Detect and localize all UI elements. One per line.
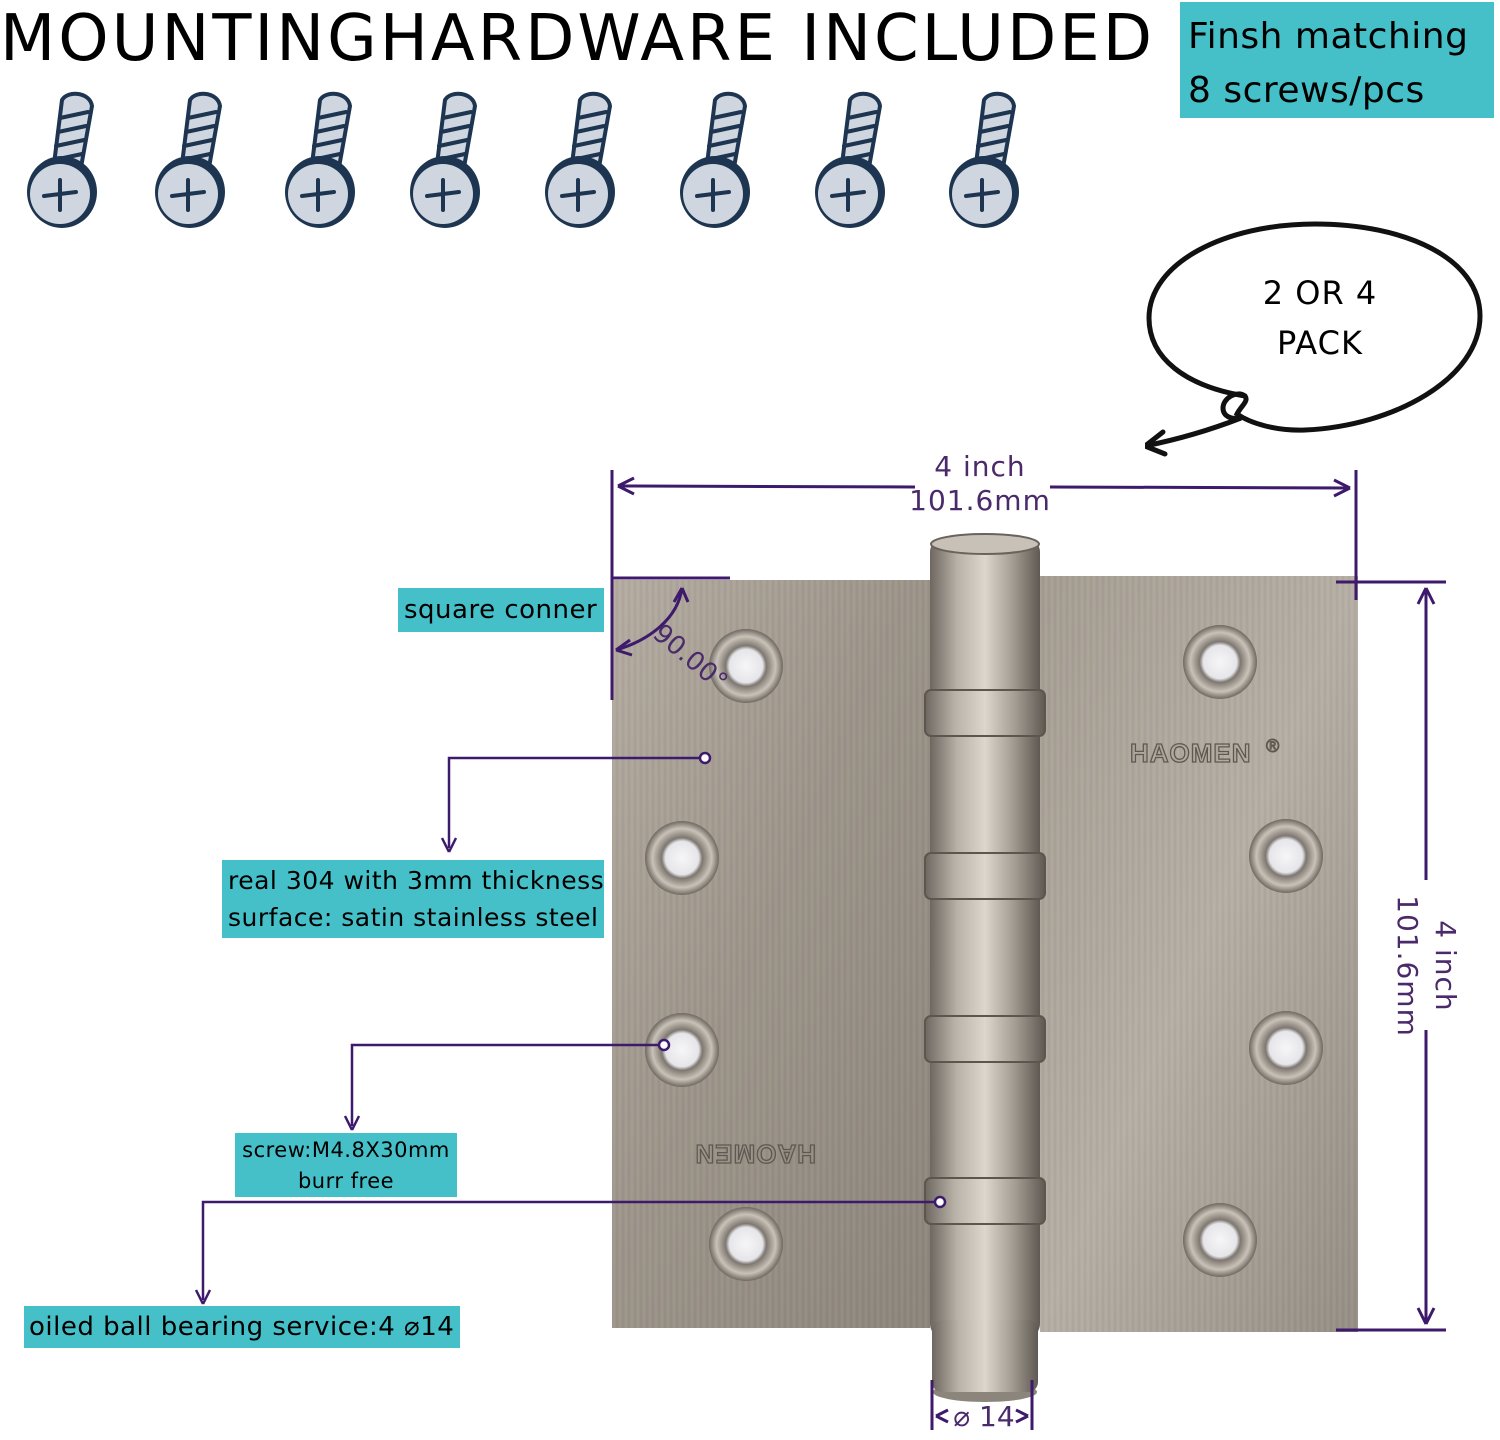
screw-icon bbox=[542, 88, 622, 233]
screw-icon bbox=[152, 88, 232, 233]
screw-icon bbox=[407, 88, 487, 233]
pin-diameter-label: ⌀ 14 bbox=[953, 1400, 1014, 1433]
screw-spec-line: screw:M4.8X30mm bbox=[242, 1138, 450, 1162]
square-corner-tag: square conner bbox=[398, 588, 604, 632]
screw-icon bbox=[812, 88, 892, 233]
bearing-tag: oiled ball bearing service:4 ⌀14 bbox=[24, 1306, 460, 1348]
pack-text: 2 OR 4 PACK bbox=[1200, 268, 1440, 368]
pack-line-2: PACK bbox=[1277, 324, 1363, 362]
pack-speech-bubble bbox=[1145, 221, 1483, 457]
width-mm-label: 101.6mm bbox=[909, 484, 1051, 517]
finish-info-box: Finsh matching 8 screws/pcs bbox=[1180, 2, 1494, 118]
screw-icon bbox=[677, 88, 757, 233]
material-tag: real 304 with 3mm thickness surface: sat… bbox=[222, 860, 604, 938]
height-mm-label: 101.6mm bbox=[1391, 895, 1424, 1037]
hinge-barrel bbox=[930, 538, 1040, 1338]
screw-count-line: 8 screws/pcs bbox=[1188, 70, 1425, 111]
callout-leaders bbox=[194, 751, 947, 1305]
surface-line: surface: satin stainless steel bbox=[228, 903, 599, 932]
screw-icon bbox=[946, 88, 1026, 233]
screw-spec-tag: screw:M4.8X30mm burr free bbox=[235, 1133, 457, 1197]
screw-icon bbox=[282, 88, 362, 233]
brand-stamp-right: HAOMEN bbox=[1130, 738, 1252, 768]
dimension-lines bbox=[610, 470, 1446, 1430]
brand-mark-right: ® bbox=[1266, 736, 1279, 756]
headline: MOUNTINGHARDWARE INCLUDED bbox=[0, 2, 1155, 76]
brand-stamp-left: HAOMEN bbox=[694, 1139, 816, 1169]
screw-holes bbox=[645, 625, 1323, 1281]
height-inch-label: 4 inch bbox=[1429, 920, 1462, 1011]
pack-line-1: 2 OR 4 bbox=[1262, 274, 1378, 312]
screw-icon bbox=[24, 88, 104, 233]
burr-free-line: burr free bbox=[297, 1169, 395, 1193]
material-line: real 304 with 3mm thickness bbox=[228, 866, 605, 895]
square-corner-text: square conner bbox=[404, 595, 598, 625]
width-inch-label: 4 inch bbox=[934, 450, 1026, 483]
finish-line: Finsh matching bbox=[1188, 16, 1469, 57]
width-labels: 4 inch 101.6mm bbox=[900, 450, 1060, 518]
bearing-text: oiled ball bearing service:4 ⌀14 bbox=[29, 1312, 455, 1342]
